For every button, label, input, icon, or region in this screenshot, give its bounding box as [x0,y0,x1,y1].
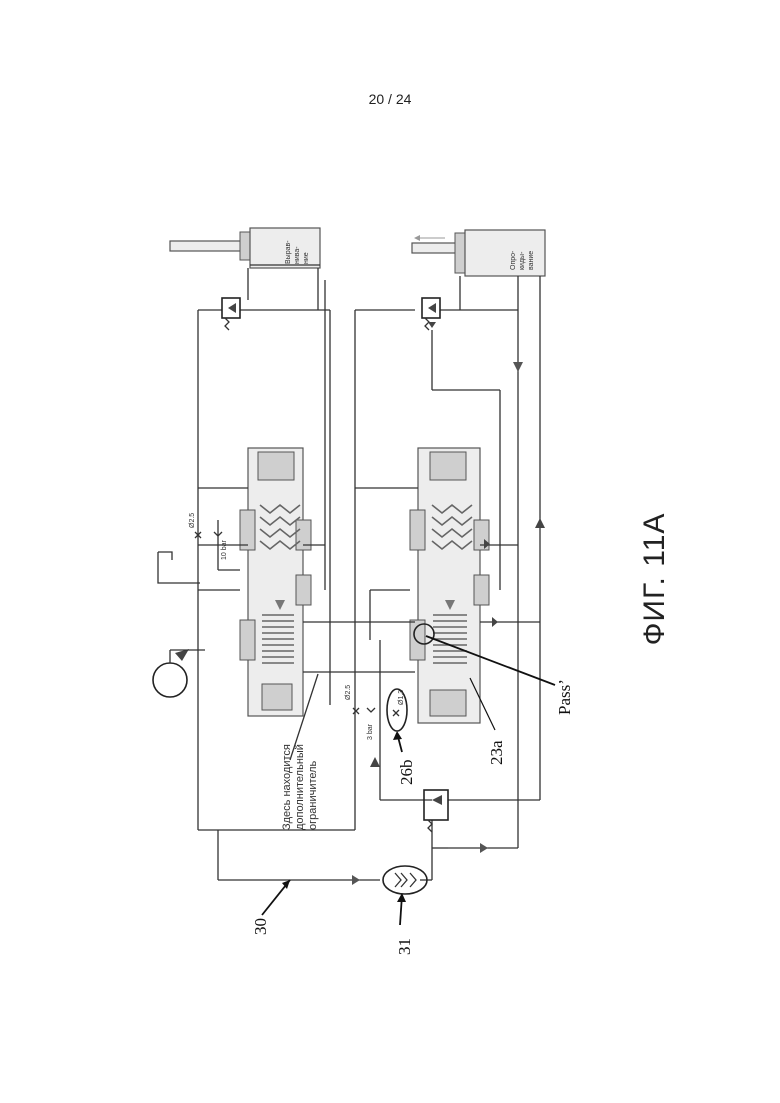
svg-text:Ø2.5: Ø2.5 [345,685,352,700]
callout-26b: 26b [393,731,416,785]
cartridge-valve-upper [240,448,311,716]
orifice-middle: Ø2.5 3 bar [345,685,375,740]
pump-symbol [153,649,205,697]
callout-30: 30 [251,880,290,935]
svg-text:10 bar: 10 bar [221,539,228,560]
svg-text:23a: 23a [487,740,506,765]
svg-text:26b: 26b [397,760,416,786]
orifice-circled: Ø1.3 [387,689,407,731]
orifice-upper: Ø2.5 10 bar [189,513,228,560]
svg-text:Ø2.5: Ø2.5 [189,513,196,528]
relief-valve-upper [222,298,240,330]
tipping-cylinder-label: Опро- киды- вание [510,249,535,270]
tank-symbol [158,552,200,583]
svg-text:Здесь находится дополнит: Здесь находится дополнительный ограничит… [281,741,319,830]
pressure-reducing-valve [424,790,448,832]
callout-31: 31 [395,893,414,955]
figure-caption: ФИГ. 11А [638,464,672,694]
svg-text:Pass’: Pass’ [555,679,574,715]
alignment-cylinder: Вырав- нива- ние [170,228,320,268]
svg-text:3 bar: 3 bar [367,723,374,740]
svg-text:31: 31 [395,938,414,955]
cartridge-valve-lower [410,448,489,723]
relief-valve-lower [422,298,440,330]
svg-text:30: 30 [251,918,270,935]
svg-text:Ø1.3: Ø1.3 [398,690,405,705]
tipping-cylinder: Опро- киды- вание [412,230,545,276]
